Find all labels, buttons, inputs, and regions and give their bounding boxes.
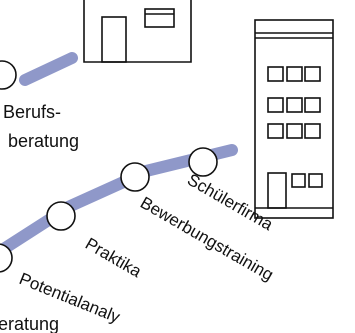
house-icon xyxy=(83,0,192,63)
milestone-schuelerfirma xyxy=(188,147,218,177)
label-praktika: Praktika xyxy=(82,234,145,281)
label-berufsberatung-line2: beratung xyxy=(8,131,79,151)
milestone-berufsberatung xyxy=(0,60,17,90)
label-beratung-partial: eratung xyxy=(0,314,59,333)
label-berufsberatung-line1: Berufs- xyxy=(3,102,61,122)
milestone-praktika xyxy=(46,201,76,231)
milestone-potentialanalyse xyxy=(0,243,13,273)
office-building-icon xyxy=(254,19,334,219)
milestones xyxy=(0,60,218,273)
path-segment-right xyxy=(136,144,238,178)
path-segment-top xyxy=(19,52,78,86)
path-segment-middle xyxy=(60,174,134,214)
milestone-bewerbungstraining xyxy=(120,162,150,192)
